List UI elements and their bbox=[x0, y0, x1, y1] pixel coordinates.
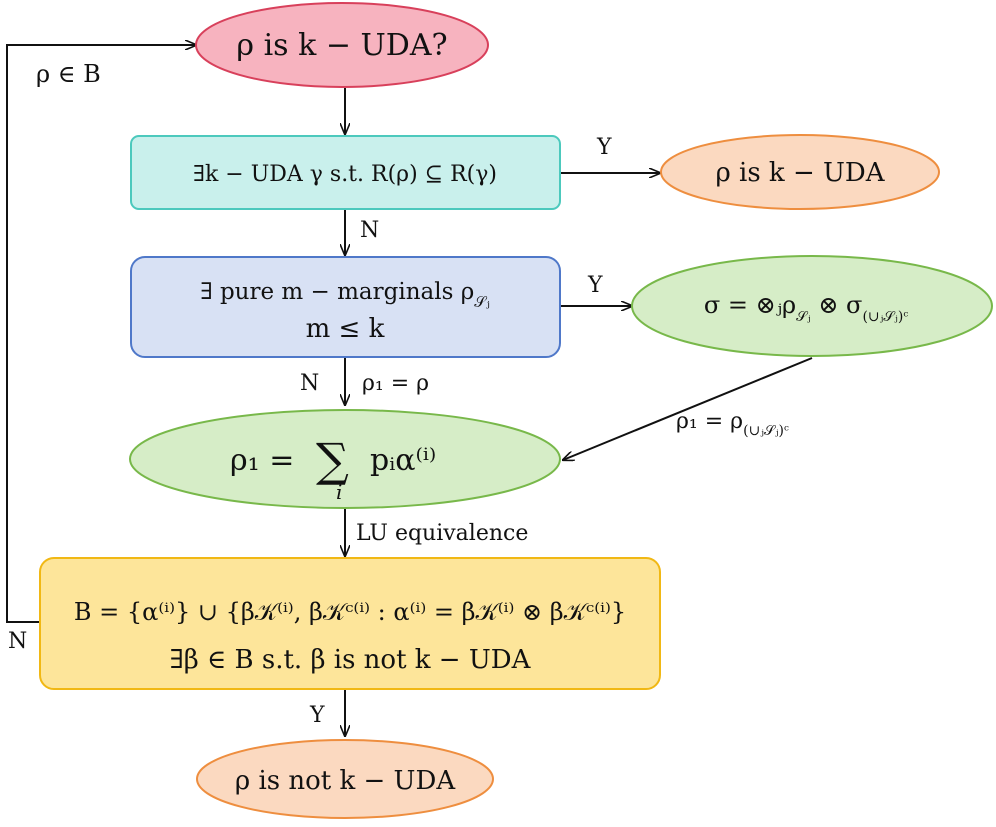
start-label: ρ is k − UDA? bbox=[236, 28, 447, 63]
node-sigma: σ = ⊗ⱼρ𝒮ⱼ ⊗ σ(∪ⱼ𝒮ⱼ)ᶜ bbox=[631, 255, 993, 357]
result-uda-label: ρ is k − UDA bbox=[715, 158, 885, 188]
node-result-uda: ρ is k − UDA bbox=[660, 134, 940, 210]
sigma-label: σ = ⊗ⱼρ𝒮ⱼ ⊗ σ(∪ⱼ𝒮ⱼ)ᶜ bbox=[704, 291, 908, 325]
node-check-range: ∃k − UDA γ s.t. R(ρ) ⊆ R(γ) bbox=[130, 135, 561, 210]
node-result-not-uda: ρ is not k − UDA bbox=[196, 739, 494, 819]
node-start: ρ is k − UDA? bbox=[195, 2, 489, 88]
basis-box bbox=[39, 557, 661, 690]
basis-line2: ∃β ∈ B s.t. β is not k − UDA bbox=[170, 645, 532, 675]
check-range-label: ∃k − UDA γ s.t. R(ρ) ⊆ R(γ) bbox=[193, 162, 497, 187]
label-basis-no: N bbox=[8, 629, 27, 654]
node-pure-marginals: ∃ pure m − marginals ρ𝒮ⱼ m ≤ k bbox=[130, 256, 561, 358]
edge-sigma-to-decomp bbox=[563, 357, 813, 460]
pure-marginals-box bbox=[130, 256, 561, 358]
result-uda-ellipse bbox=[660, 134, 940, 210]
label-marginals-no: N bbox=[300, 371, 319, 396]
label-range-no: N bbox=[360, 218, 379, 243]
pure-marginals-line1: ∃ pure m − marginals ρ𝒮ⱼ bbox=[200, 279, 490, 311]
pure-marginals-line2: m ≤ k bbox=[306, 314, 385, 344]
basis-line1: B = {α⁽ⁱ⁾} ∪ {β𝒦⁽ⁱ⁾, β𝒦ᶜ⁽ⁱ⁾ : α⁽ⁱ⁾ = β𝒦⁽… bbox=[74, 598, 626, 626]
start-ellipse bbox=[195, 2, 489, 88]
label-lu-equivalence: LU equivalence bbox=[356, 521, 528, 546]
result-not-uda-ellipse bbox=[196, 739, 494, 819]
edge-basis-no-loop bbox=[6, 45, 196, 623]
label-loop: ρ ∈ B bbox=[36, 60, 101, 88]
label-marginals-yes: Y bbox=[587, 273, 603, 298]
check-range-box bbox=[130, 135, 561, 210]
sigma-ellipse bbox=[631, 255, 993, 357]
decomp-lhs: ρ₁ = bbox=[230, 443, 294, 478]
label-rho1-eq-complement: ρ₁ = ρ(∪ⱼ𝒮ⱼ)ᶜ bbox=[676, 409, 789, 439]
label-rho1-eq-rho: ρ₁ = ρ bbox=[362, 371, 429, 396]
label-range-yes: Y bbox=[596, 135, 612, 160]
node-basis: B = {α⁽ⁱ⁾} ∪ {β𝒦⁽ⁱ⁾, β𝒦ᶜ⁽ⁱ⁾ : α⁽ⁱ⁾ = β𝒦⁽… bbox=[39, 557, 661, 690]
node-decomposition: ρ₁ = ∑ i pᵢα⁽ⁱ⁾ bbox=[129, 409, 561, 509]
decomp-sum: ∑ bbox=[316, 433, 349, 487]
decomp-ellipse bbox=[129, 409, 561, 509]
decomp-rhs: pᵢα⁽ⁱ⁾ bbox=[370, 443, 436, 478]
decomp-sum-index: i bbox=[336, 480, 342, 504]
label-basis-yes: Y bbox=[309, 703, 325, 728]
result-not-uda-label: ρ is not k − UDA bbox=[235, 766, 456, 796]
